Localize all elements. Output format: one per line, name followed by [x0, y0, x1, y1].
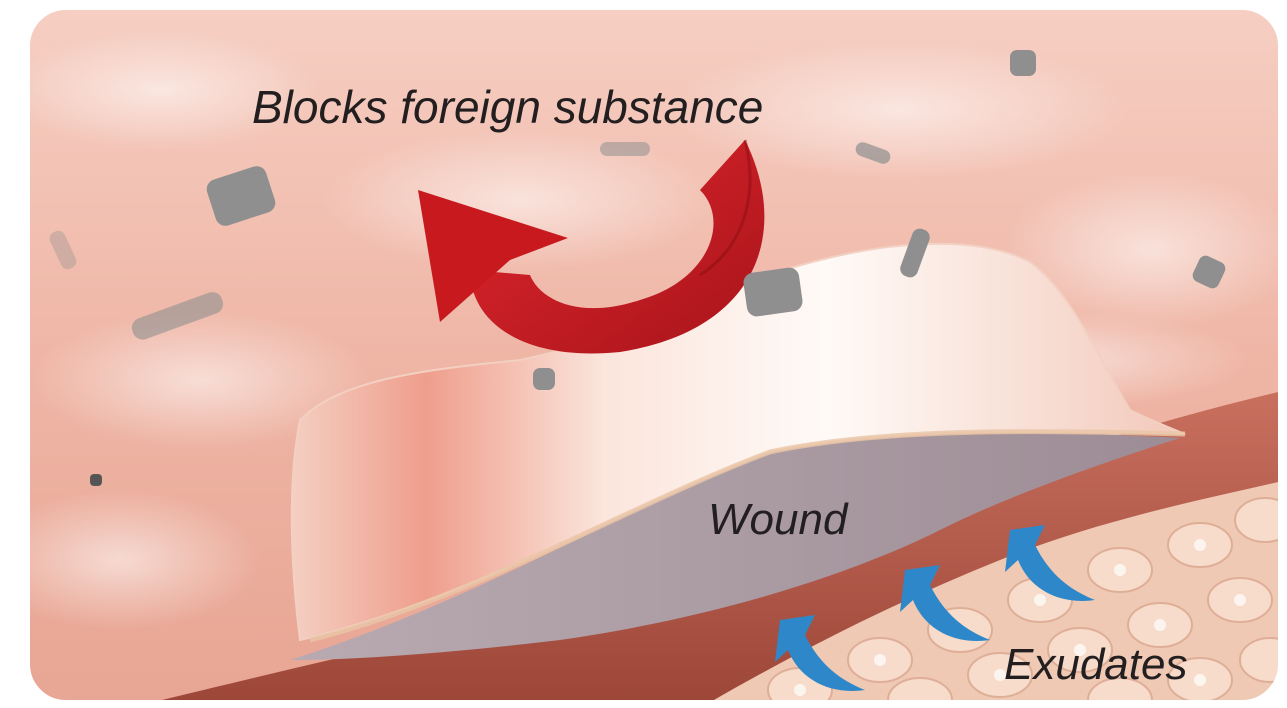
- blocks-foreign-substance-label: Blocks foreign substance: [252, 84, 763, 130]
- exudates-label: Exudates: [1004, 643, 1187, 687]
- wound-label: Wound: [708, 498, 847, 542]
